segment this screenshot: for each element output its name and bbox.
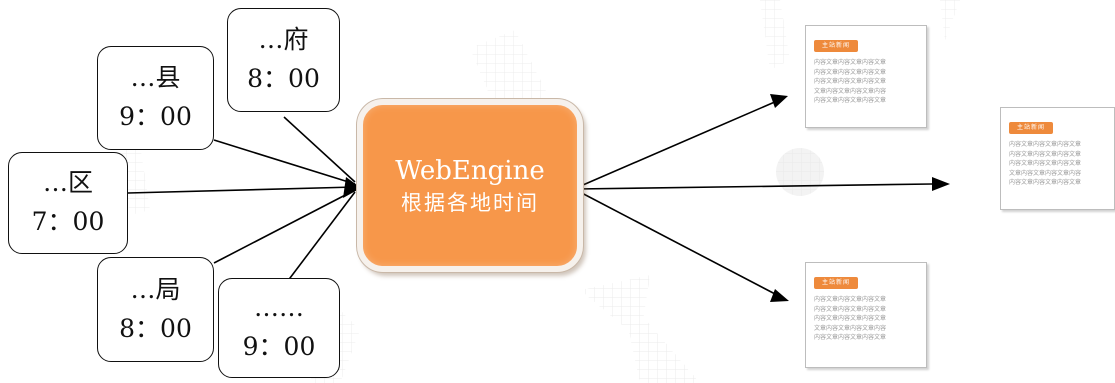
source-name: …区 [42,168,93,198]
page-line: 内容文章内容文章内容文章 [1009,179,1082,187]
page-tag: 主站新闻 [1009,122,1054,134]
page-line: 内容文章内容文章内容文章 [1009,160,1082,168]
output-page-2: 主站新闻 内容文章内容文章内容文章 内容文章内容文章内容文章 内容文章内容文章内… [1000,107,1115,210]
source-time: 8：00 [247,64,320,93]
source-node-fu: …府 8：00 [227,8,340,112]
arrow-to-page-2 [575,183,933,190]
page-line: 内容文章内容文章内容文章 [814,315,887,323]
source-name: …局 [130,274,181,304]
arrow-from-other [286,191,356,283]
source-name: …府 [258,25,309,55]
page-line: 内容文章内容文章内容文章 [814,296,887,303]
arrowhead-page-1 [770,94,788,108]
arrow-from-ju [213,189,356,264]
source-node-qu: …区 7：00 [8,152,128,254]
page-line: 内容文章内容文章内容文章 [814,334,887,342]
source-node-other: …… 9：00 [218,278,340,378]
engine-title: WebEngine [395,155,545,186]
arrowhead-page-2 [932,177,950,191]
page-line: 内容文章内容文章内容文章 [1009,150,1082,158]
page-line: 内容文章内容文章内容文章 [814,68,887,76]
output-arrows [575,100,933,296]
page-line: 内容文章内容文章内容文章 [814,97,887,105]
source-node-ju: …局 8：00 [97,257,214,362]
page-line: 文章内容文章内容文章内容 [1009,169,1082,177]
page-line: 内容文章内容文章内容文章 [814,305,887,313]
source-name: …县 [130,63,181,93]
source-time: 8：00 [119,313,192,343]
engine-subtitle: 根据各地时间 [401,190,539,215]
source-time: 9：00 [242,332,316,361]
page-tag: 主站新闻 [814,277,859,289]
page-line: 文章内容文章内容文章内容 [814,87,887,95]
page-line: 内容文章内容文章内容文章 [814,59,887,66]
arrow-from-xian [213,139,356,185]
page-line: 文章内容文章内容文章内容 [814,324,887,332]
source-node-xian: …县 9：00 [97,46,214,150]
input-arrowhead [343,177,361,198]
page-line: 内容文章内容文章内容文章 [1009,141,1082,148]
input-arrows [127,116,356,283]
page-line: 内容文章内容文章内容文章 [814,78,887,86]
web-engine-node: WebEngine 根据各地时间 [357,99,583,272]
arrow-from-fu [283,116,356,183]
source-time: 9：00 [119,102,192,131]
source-name: …… [254,293,304,323]
arrow-to-page-1 [575,100,778,189]
output-page-3: 主站新闻 内容文章内容文章内容文章 内容文章内容文章内容文章 内容文章内容文章内… [805,262,927,368]
arrowhead-page-3 [770,289,789,302]
page-tag: 主站新闻 [814,40,859,52]
source-time: 7：00 [31,207,105,236]
arrow-from-qu [127,186,356,194]
output-page-1: 主站新闻 内容文章内容文章内容文章 内容文章内容文章内容文章 内容文章内容文章内… [805,25,927,128]
arrow-to-page-3 [575,189,778,296]
